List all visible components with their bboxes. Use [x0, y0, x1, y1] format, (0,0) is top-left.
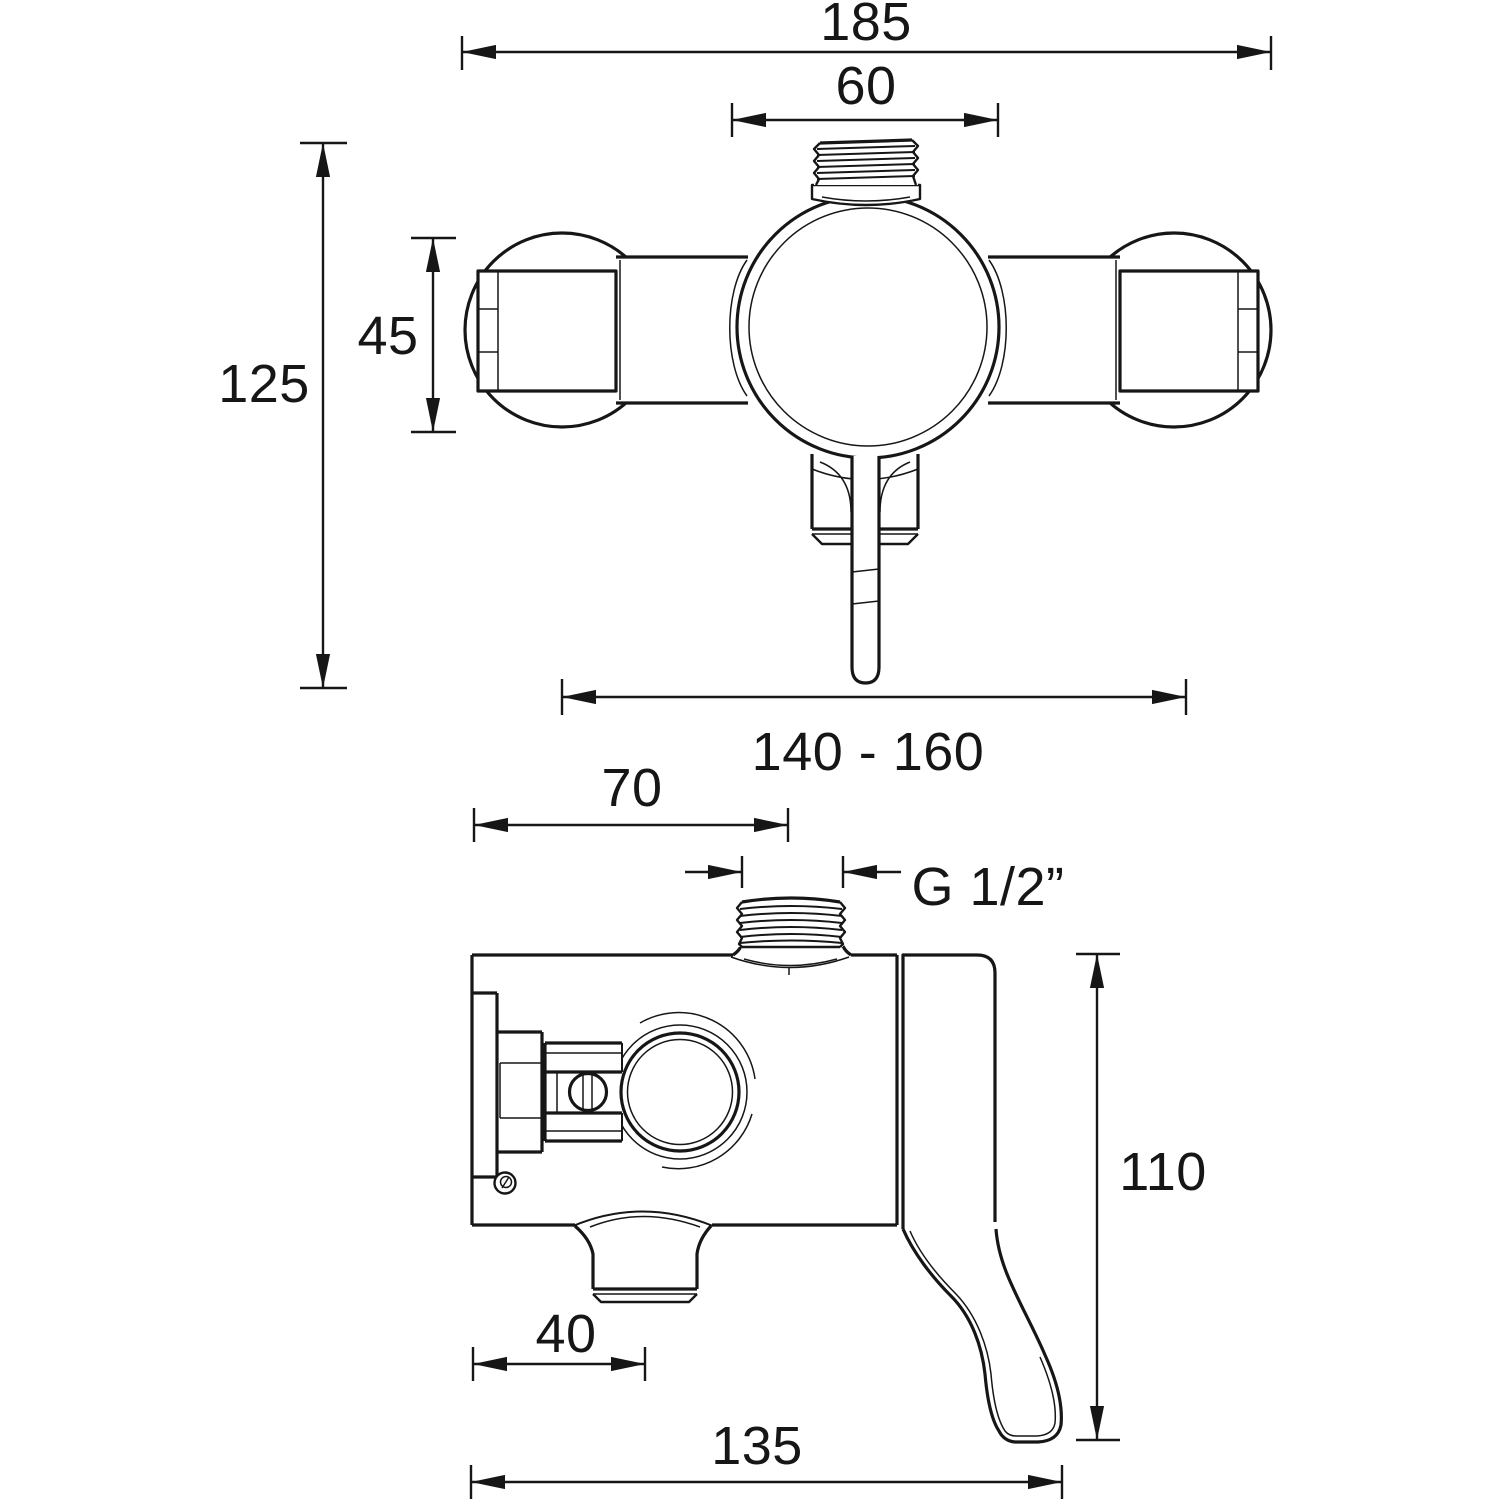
dim-spout-projection: 40 [471, 1304, 647, 1381]
grub-screw [493, 1171, 517, 1195]
bottom-spout [572, 1210, 714, 1304]
outlet-thread-left-edge [735, 901, 744, 948]
spout-chamfer [592, 1293, 698, 1304]
left-handle-grip-lines [478, 271, 499, 391]
side-body-outline [470, 953, 899, 1227]
dim-label-overall-width: 185 [820, 0, 912, 52]
dim-label-outlet-thread: G 1/2” [911, 857, 1064, 917]
outlet-neck-arcs [730, 956, 850, 975]
fork-edges [543, 1041, 622, 1143]
dim-label-spout-projection: 40 [535, 1304, 596, 1364]
port-outer-ring-arcs [639, 1011, 756, 1170]
inlet-thread-right-edge [911, 139, 920, 186]
handle-and-lever [901, 953, 1063, 1444]
dim-overall-width: 185 [460, 0, 1273, 70]
right-knob [988, 231, 1273, 429]
fork-top-bar-fill [545, 1043, 622, 1072]
bracket-fork [543, 1041, 623, 1143]
spout-arch-outer [572, 1210, 714, 1227]
dim-label-top-inlet-width: 60 [835, 56, 896, 116]
outlet-thread-ridges [739, 905, 843, 944]
dim-label-wall-to-lever-range: 140 - 160 [752, 722, 985, 782]
inlet-collar [810, 183, 922, 207]
grub-screw-inner [499, 1175, 513, 1189]
fork-inner-lines [545, 1052, 622, 1132]
side-view: 70 G 1/2” 110 40 135 [469, 758, 1207, 1499]
dim-label-overall-projection: 135 [711, 1416, 803, 1476]
fixing-screw [567, 1071, 609, 1113]
grub-screw-slot [501, 1176, 510, 1189]
flow-lever-inner-line [909, 1230, 1057, 1437]
wall-fixing [472, 991, 544, 1179]
inlet-thread-left-edge [812, 142, 821, 186]
dim-ticks [740, 856, 845, 888]
dim-label-height-to-lever-tip: 110 [1119, 1142, 1207, 1202]
inlet-collar-arc [821, 196, 911, 202]
left-handle-face [476, 269, 618, 393]
diverter-sides [810, 454, 920, 529]
diverter-lever-shaft [850, 456, 881, 685]
fork-bottom-bar-fill [545, 1113, 622, 1141]
central-body [729, 138, 1007, 685]
left-arm-fill [616, 257, 748, 403]
dim-outlet-thread: G 1/2” [685, 856, 1064, 917]
handle-panel [901, 953, 997, 1229]
left-arm-edges [616, 255, 748, 405]
inlet-thread-top [819, 138, 913, 145]
dim-top-inlet-width: 60 [730, 56, 1000, 137]
dim-label-wall-to-outlet-centre: 70 [601, 758, 662, 818]
right-handle-grip-lines [1237, 271, 1258, 391]
inlet-thread-ridges [816, 145, 916, 180]
front-view: 185 60 125 45 140 - 160 [218, 0, 1273, 782]
dim-wall-to-outlet-centre: 70 [472, 758, 790, 842]
diverter-and-lever [810, 454, 920, 685]
union-block [497, 1030, 544, 1154]
left-knob [463, 231, 748, 429]
dim-overall-projection: 135 [469, 1416, 1064, 1499]
inlet-collar-fill [812, 185, 920, 206]
top-inlet-thread [810, 138, 922, 207]
dim-height-to-lever-tip: 110 [1076, 952, 1207, 1442]
port-opening-inner [626, 1038, 734, 1146]
union-block-step [499, 1062, 542, 1119]
right-arm-fill [988, 257, 1120, 403]
dim-overall-height: 125 [218, 141, 347, 690]
right-handle-face [1118, 269, 1260, 393]
port-opening-outer [619, 1031, 741, 1153]
dim-handle-diameter: 45 [357, 236, 456, 434]
spout-arch-inner [589, 1215, 701, 1228]
outlet-thread-top [741, 896, 841, 904]
wall-plate [472, 991, 499, 1179]
right-arm-edges [988, 255, 1120, 405]
thermostat-housing-outer [735, 194, 1001, 460]
lever-shaft-joints [851, 568, 880, 605]
dim-wall-to-lever-range: 140 - 160 [560, 679, 1188, 782]
thermostat-housing-inner [748, 207, 988, 447]
outlet-thread-side [735, 895, 847, 949]
inlet-port [543, 1011, 756, 1170]
spout-outline [573, 1224, 713, 1291]
dim-label-overall-height: 125 [218, 354, 310, 414]
fixing-screw-slot [582, 1073, 593, 1111]
outlet-thread-right-edge [838, 901, 847, 948]
dim-label-handle-diameter: 45 [357, 306, 418, 366]
